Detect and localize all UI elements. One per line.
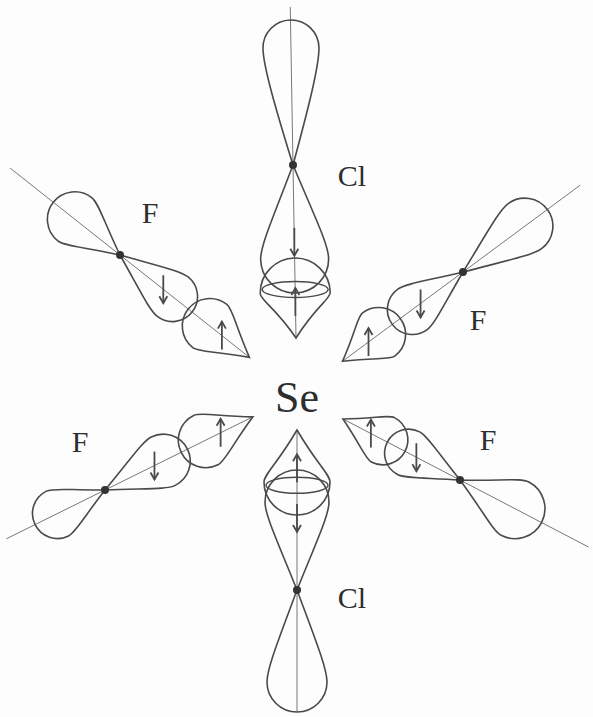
nucleus-dot [293, 586, 301, 594]
outer-lobe [446, 453, 555, 549]
atom-label: Cl [338, 161, 366, 191]
nucleus-dot [116, 251, 124, 259]
bond-axis [10, 168, 249, 357]
bond-orbitals [264, 430, 330, 712]
atom-label: F [72, 427, 89, 457]
atom-label: F [142, 198, 159, 228]
nucleus-dot [101, 486, 109, 494]
bond-axis [342, 185, 580, 361]
selenium-lobe [264, 430, 330, 515]
nucleus-dot [289, 161, 297, 169]
spin-arrow [417, 289, 425, 317]
selenium-lobe [326, 297, 416, 383]
ligand-lobe [259, 164, 329, 293]
ligand-lobe [377, 252, 477, 345]
spin-arrow [217, 419, 225, 447]
outer-lobe [24, 468, 116, 547]
spin-arrow [290, 228, 298, 256]
ligand-lobe [265, 470, 329, 590]
outer-lobe [262, 20, 321, 166]
spin-arrow [293, 504, 301, 532]
bond-axis [343, 419, 589, 547]
ligand-lobe [104, 235, 207, 331]
spin-arrow [218, 322, 226, 350]
atom-label: F [470, 305, 487, 335]
spin-arrow [293, 454, 301, 482]
ligand-lobe [93, 425, 199, 514]
spin-arrow [291, 288, 299, 316]
spin-arrow [412, 443, 420, 471]
spin-arrow [159, 275, 167, 303]
bond-orbitals [10, 168, 266, 379]
bond-orbitals [326, 185, 580, 383]
ligand-lobe [376, 421, 471, 501]
outer-lobe [446, 187, 564, 295]
nucleus-dot [456, 476, 464, 484]
central-atom-label: Se [275, 376, 319, 420]
bond-orbitals [331, 397, 588, 549]
spin-arrow [150, 452, 158, 480]
atom-label: F [480, 425, 497, 455]
bond-axis [6, 417, 252, 539]
selenium-lobe [331, 397, 416, 474]
selenium-lobe [169, 392, 265, 477]
spin-arrow [365, 328, 373, 356]
bond-orbitals [6, 392, 265, 547]
bond-orbitals [259, 7, 331, 339]
outer-lobe [267, 590, 327, 712]
selenium-lobe [260, 257, 331, 338]
outer-lobe [36, 181, 137, 277]
nucleus-dot [459, 268, 467, 276]
atom-label: Cl [338, 583, 366, 613]
selenium-lobe [171, 287, 266, 379]
spin-arrow [367, 420, 375, 448]
bond-axis [297, 430, 298, 712]
